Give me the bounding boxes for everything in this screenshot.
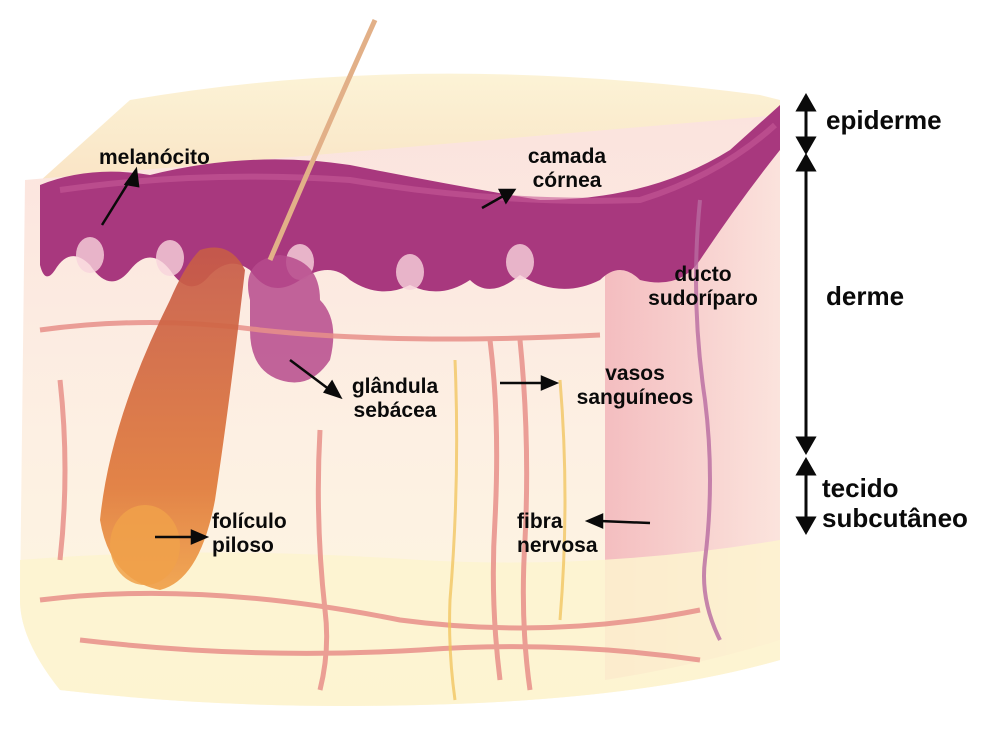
label-tecido-subcutaneo: tecido subcutâneo (822, 474, 968, 534)
bracket-tecido (798, 460, 814, 532)
label-vasos-sanguineos: vasos sanguíneos (560, 362, 710, 410)
label-tecido-line1: tecido (822, 474, 968, 504)
label-fibra-nervosa: fibra nervosa (517, 510, 598, 558)
label-foliculo-piloso: folículo piloso (212, 510, 287, 558)
label-ducto-line2: sudoríparo (628, 287, 778, 311)
bracket-derme (798, 156, 814, 452)
label-foliculo-line1: folículo (212, 510, 287, 534)
label-tecido-line2: subcutâneo (822, 504, 968, 534)
label-glandula-sebacea: glândula sebácea (340, 375, 450, 423)
layer-brackets (798, 96, 814, 532)
label-fibra-line1: fibra (517, 510, 598, 534)
label-vasos-line2: sanguíneos (560, 386, 710, 410)
label-epiderme: epiderme (826, 106, 942, 136)
bracket-epiderme (798, 96, 814, 152)
label-camada-cornea: camada córnea (512, 145, 622, 193)
label-camada-line2: córnea (512, 169, 622, 193)
label-fibra-line2: nervosa (517, 534, 598, 558)
label-ducto-sudoriparo: ducto sudoríparo (628, 263, 778, 311)
label-camada-line1: camada (512, 145, 622, 169)
label-glandula-line1: glândula (340, 375, 450, 399)
hair-bulb (110, 505, 180, 585)
label-melanocito: melanócito (99, 146, 210, 170)
label-vasos-line1: vasos (560, 362, 710, 386)
label-foliculo-line2: piloso (212, 534, 287, 558)
label-glandula-line2: sebácea (340, 399, 450, 423)
label-derme: derme (826, 282, 904, 312)
label-ducto-line1: ducto (628, 263, 778, 287)
